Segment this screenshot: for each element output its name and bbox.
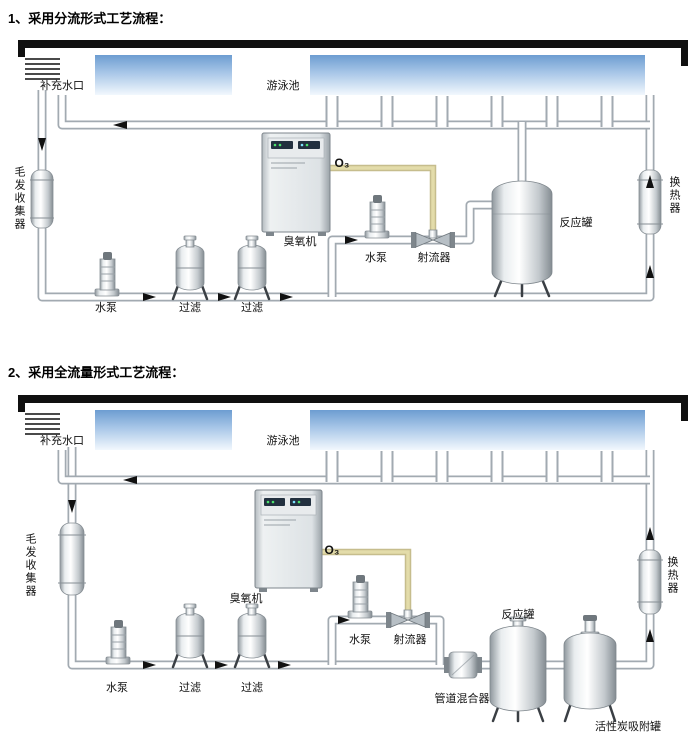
piping-network — [37, 90, 655, 302]
flow-arrow-down — [68, 500, 76, 513]
label-carbon-tank: 活性炭吸附罐 — [595, 721, 661, 733]
flow-arrow-right — [280, 293, 293, 301]
label-main-pump: 水泵 — [106, 682, 128, 694]
ozone-gas-line — [320, 548, 412, 618]
label-filter-a: 过滤 — [179, 302, 201, 314]
flow-arrows — [68, 476, 654, 669]
flow-arrow-down — [38, 138, 46, 151]
label-pool: 游泳池 — [266, 80, 300, 92]
diagram2-title: 2、采用全流量形式工艺流程： — [8, 365, 185, 380]
label-pipe-mixer: 管道混合器 — [434, 693, 490, 705]
flow-arrow-right — [143, 293, 156, 301]
ceiling-bar — [18, 395, 688, 421]
filter-vessel-b — [233, 235, 271, 301]
label-ozone-gas: O₃ — [324, 543, 340, 557]
flow-arrow-right — [338, 616, 350, 624]
ejector-device — [411, 229, 455, 248]
label-filter-b: 过滤 — [241, 682, 263, 694]
heat-exchanger — [637, 169, 663, 235]
filter-vessel-a — [171, 235, 209, 301]
label-makeup-inlet: 补充水口 — [40, 80, 84, 92]
diagram1-title: 1、采用分流形式工艺流程： — [8, 11, 172, 26]
pipeline-mixer — [444, 651, 482, 679]
piping-network — [57, 447, 655, 670]
label-ozone-pump: 水泵 — [349, 634, 371, 646]
label-ozone-pump: 水泵 — [365, 252, 387, 264]
label-main-pump: 水泵 — [95, 302, 117, 314]
label-heat-exchanger: 换热器 — [666, 556, 678, 595]
main-pump — [105, 620, 131, 665]
reaction-tank — [491, 180, 553, 298]
flow-arrows — [38, 121, 654, 301]
diagram2-canvas — [18, 395, 688, 723]
main-pump — [94, 252, 120, 297]
pool-water — [95, 55, 645, 95]
flow-arrow-right — [143, 661, 156, 669]
label-makeup-inlet: 补充水口 — [40, 435, 84, 447]
filter-vessel-a — [171, 603, 209, 669]
label-ozone-generator: 臭氧机 — [229, 593, 263, 605]
label-hair-collector: 毛发收集器 — [13, 166, 25, 231]
label-reaction-tank: 反应罐 — [501, 609, 535, 621]
label-pool: 游泳池 — [266, 435, 300, 447]
label-ozone-gas: O₃ — [334, 156, 350, 170]
ozone-pump — [364, 195, 390, 239]
flow-arrow-right — [278, 661, 291, 669]
label-ejector: 射流器 — [393, 634, 427, 646]
diagram1-canvas — [18, 40, 688, 302]
flow-arrow-right — [218, 293, 231, 301]
flow-arrow-up — [646, 265, 654, 278]
label-reaction-tank: 反应罐 — [559, 217, 593, 229]
label-filter-a: 过滤 — [179, 682, 201, 694]
flow-arrow-left — [123, 476, 137, 484]
hair-collector — [58, 522, 86, 596]
label-ozone-generator: 臭氧机 — [283, 236, 317, 248]
ozone-generator-cabinet — [261, 132, 331, 236]
ceiling-bar — [18, 40, 688, 66]
hair-collector — [30, 169, 54, 229]
ozone-gas-line — [328, 164, 437, 238]
filter-vessel-b — [233, 603, 271, 669]
label-filter-b: 过滤 — [241, 302, 263, 314]
flow-arrow-left — [113, 121, 127, 129]
makeup-inlet-hatch — [25, 413, 60, 435]
carbon-adsorption-tank — [563, 615, 617, 723]
flow-arrow-up — [646, 629, 654, 642]
ozone-pump — [347, 575, 373, 619]
pool-water — [95, 410, 645, 450]
label-ejector: 射流器 — [417, 252, 451, 264]
flow-arrow-right — [345, 236, 358, 244]
flow-arrow-right — [215, 661, 228, 669]
flow-arrow-up — [646, 175, 654, 188]
reaction-tank — [489, 616, 547, 723]
makeup-inlet-hatch — [25, 58, 60, 80]
flow-arrow-up — [646, 527, 654, 540]
ozone-generator-cabinet — [254, 489, 323, 592]
label-heat-exchanger: 换热器 — [668, 176, 680, 215]
heat-exchanger — [637, 549, 663, 615]
label-hair-collector: 毛发收集器 — [24, 533, 36, 598]
ejector-device — [386, 609, 430, 628]
